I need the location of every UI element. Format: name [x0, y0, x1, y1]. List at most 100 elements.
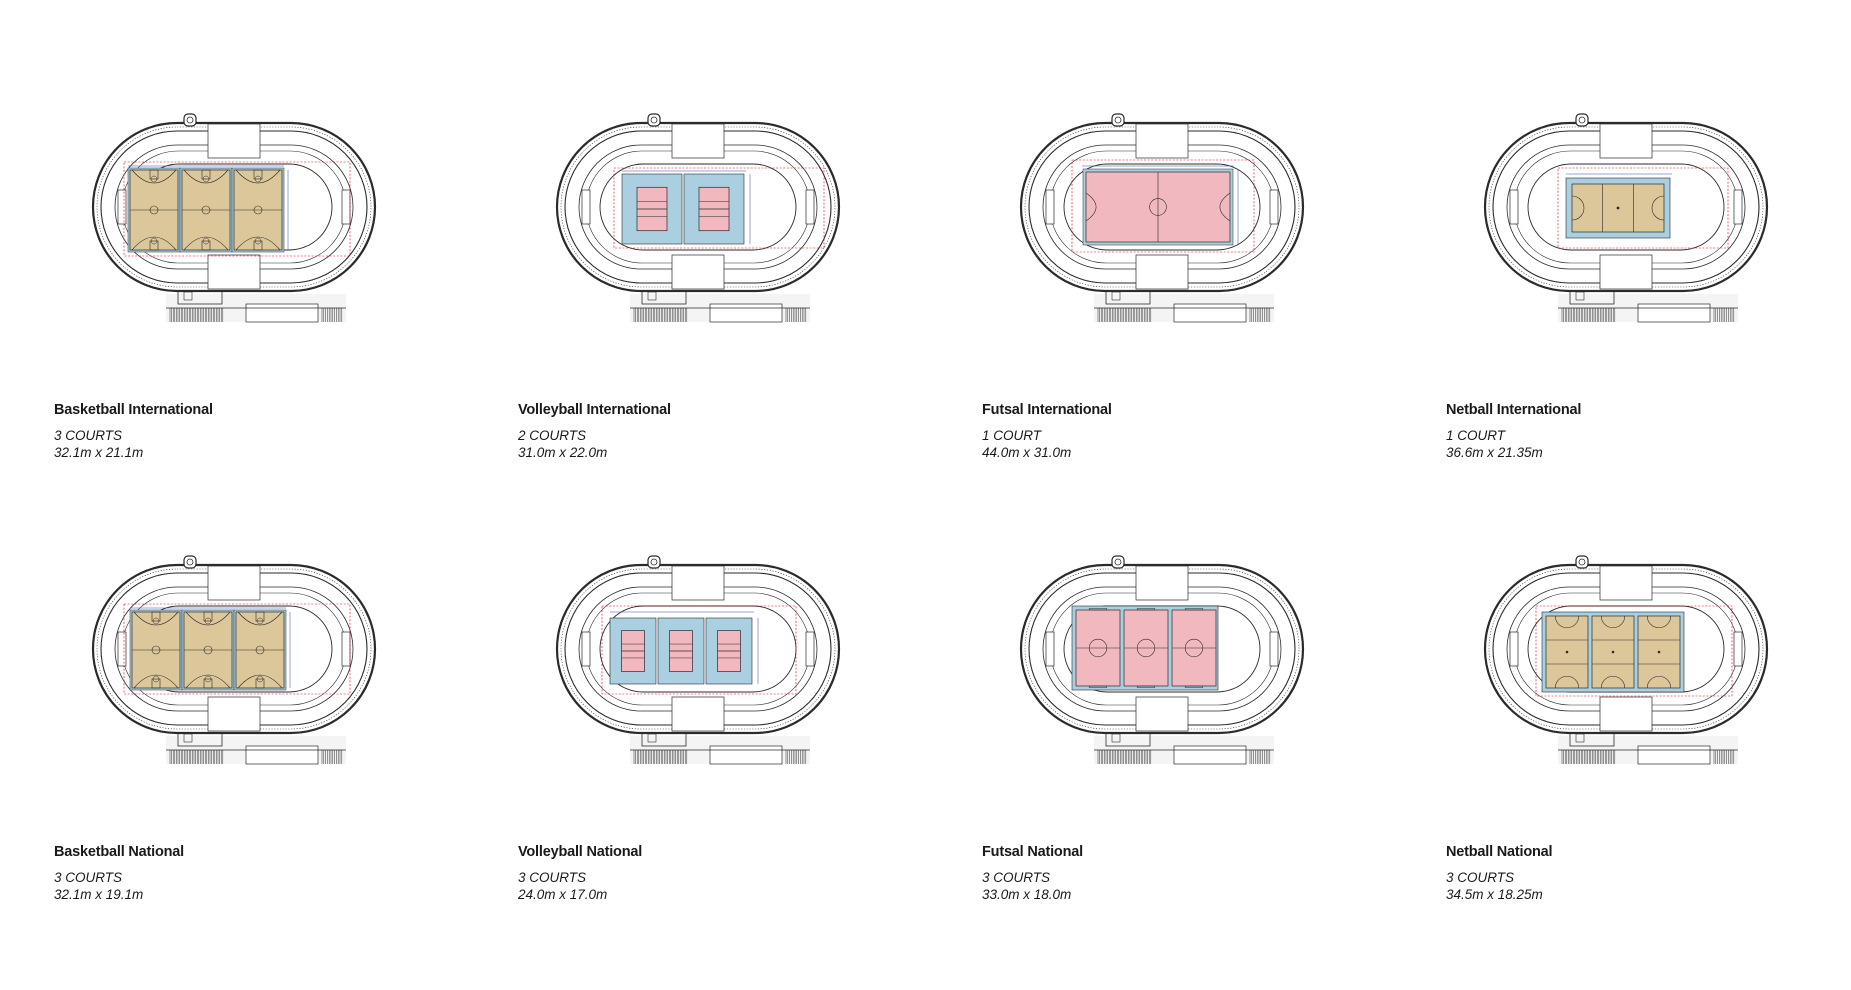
east-stand — [1269, 631, 1279, 667]
run-off-boundary — [1071, 159, 1255, 253]
three-point-bottom — [183, 236, 229, 251]
free-throw-top — [152, 617, 160, 625]
track-ring — [1049, 150, 1275, 264]
north-passage — [207, 565, 261, 601]
annex-building — [1094, 729, 1274, 765]
futsal-court — [1075, 608, 1121, 688]
free-throw-bottom — [204, 675, 212, 683]
panel-basketball-international: Basketball International 3 COURTS 32.1m … — [54, 112, 414, 460]
centre-circle — [149, 205, 159, 215]
key-bottom — [201, 240, 211, 251]
centre-circle — [1565, 650, 1569, 654]
goal-circle-bottom — [1646, 676, 1672, 689]
key-bottom — [253, 240, 263, 251]
annex-building — [166, 729, 346, 765]
track-ring — [585, 592, 811, 706]
east-stand — [341, 631, 351, 667]
goal-top — [1184, 608, 1204, 611]
east-stand — [805, 189, 815, 225]
annex-room — [245, 303, 319, 323]
centre-circle — [1136, 638, 1156, 658]
panel-title: Netball National — [1446, 844, 1553, 860]
court-layout — [1071, 159, 1255, 253]
east-stand — [1269, 189, 1279, 225]
north-tower — [183, 113, 197, 127]
free-throw-bottom — [256, 675, 264, 683]
run-off-boundary — [613, 167, 825, 249]
north-tower-core — [650, 116, 658, 124]
north-passage — [671, 123, 725, 159]
goal-circle-left — [1571, 195, 1585, 221]
court-free-zone — [609, 617, 657, 685]
stadium-plan — [91, 555, 377, 765]
run-off-boundary — [1557, 167, 1729, 249]
free-throw-top — [204, 617, 212, 625]
north-tower-core — [1114, 558, 1122, 566]
annex-building — [166, 287, 346, 323]
three-point-bottom — [133, 674, 179, 689]
volleyball-court — [609, 617, 657, 685]
court-dimensions: 31.0m x 22.0m — [518, 445, 608, 460]
goal-circle-bottom — [1554, 676, 1580, 689]
three-point-bottom — [185, 674, 231, 689]
court-dimensions: 44.0m x 31.0m — [982, 445, 1072, 460]
key-top — [151, 611, 161, 622]
panel-volleyball-international: Volleyball International 2 COURTS 31.0m … — [518, 112, 878, 460]
basketball-court — [179, 167, 233, 253]
annex-room — [1173, 745, 1247, 765]
north-tower-core — [1114, 116, 1122, 124]
free-throw-top — [254, 175, 262, 183]
shell-inner — [100, 130, 368, 284]
shell-inner — [1028, 572, 1296, 726]
stadium-plan — [1483, 113, 1769, 323]
annex-room — [1637, 303, 1711, 323]
east-stand — [805, 631, 815, 667]
south-passage — [1135, 254, 1189, 290]
annex-building — [630, 287, 810, 323]
panel-netball-national: Netball National 3 COURTS 34.5m x 18.25m — [1446, 554, 1806, 902]
goal-circle-top — [1600, 615, 1626, 628]
key-top — [149, 169, 159, 180]
stadium-plan — [1019, 555, 1305, 765]
volleyball-court — [683, 173, 745, 245]
volleyball-court — [657, 617, 705, 685]
annex-building — [1558, 729, 1738, 765]
north-tower-core — [186, 116, 194, 124]
south-passage — [207, 254, 261, 290]
goal-top — [1088, 608, 1108, 611]
goal-circle-top — [1554, 615, 1580, 628]
seating-ring — [1024, 568, 1300, 730]
track-ring — [1049, 592, 1275, 706]
key-top — [255, 611, 265, 622]
key-top — [253, 169, 263, 180]
court-dimensions: 24.0m x 17.0m — [518, 887, 608, 902]
seating-ring — [1488, 568, 1764, 730]
seating-ring — [560, 126, 836, 288]
west-stand — [117, 189, 127, 225]
key-top — [203, 611, 213, 622]
court-count: 2 COURTS — [518, 428, 587, 443]
panel-caption: Basketball International 3 COURTS 32.1m … — [54, 401, 394, 461]
track-ring — [121, 592, 347, 706]
north-tower-core — [186, 558, 194, 566]
west-stand — [1045, 189, 1055, 225]
centre-circle — [1184, 638, 1204, 658]
futsal-court — [1082, 168, 1234, 246]
stadium-plan — [91, 113, 377, 323]
run-off-boundary — [1535, 605, 1733, 697]
north-passage — [207, 123, 261, 159]
three-point-top — [235, 169, 281, 184]
panel-title: Volleyball National — [518, 844, 643, 860]
basketball-court — [231, 167, 285, 253]
goal-bottom — [1184, 685, 1204, 688]
volleyball-court — [621, 173, 683, 245]
concourse-ring — [1506, 144, 1746, 270]
panel-caption: Netball International 1 COURT 36.6m x 21… — [1446, 401, 1786, 461]
south-passage — [1599, 696, 1653, 732]
panel-title: Netball International — [1446, 402, 1582, 418]
key-bottom — [151, 678, 161, 689]
netball-court — [1637, 615, 1681, 689]
netball-court — [1571, 183, 1665, 233]
stadium-plan — [1019, 113, 1305, 323]
shell-inner — [100, 572, 368, 726]
